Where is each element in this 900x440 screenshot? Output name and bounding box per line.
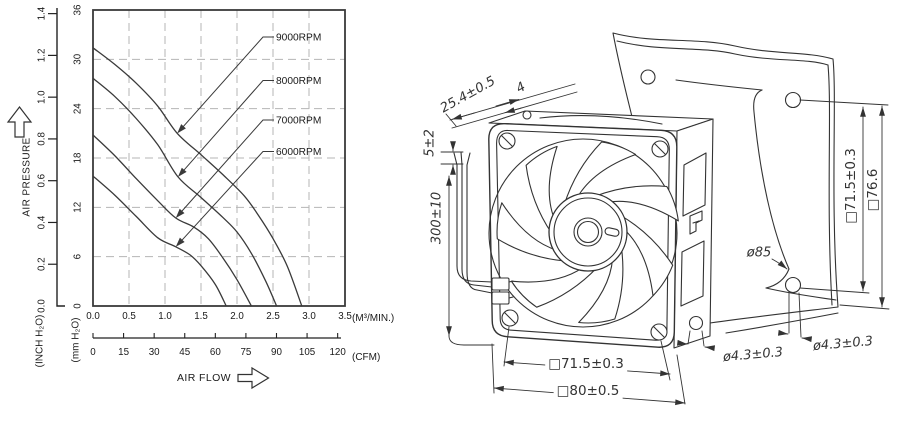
fan-blade xyxy=(496,202,568,262)
leader-8000RPM xyxy=(181,80,274,173)
fan-blade xyxy=(525,145,558,235)
air-pressure-axis-title: AIR PRESSURE xyxy=(21,137,33,217)
plate-hole-bottom-right xyxy=(784,276,802,294)
cfm-tick-label: 75 xyxy=(240,347,251,358)
cfm-tick-label: 60 xyxy=(210,347,221,358)
inch-tick-label: 0.0 xyxy=(37,299,48,313)
chart-curves xyxy=(92,47,303,307)
mm-tick-label: 30 xyxy=(73,53,84,64)
cfm-tick-label: 30 xyxy=(149,347,160,358)
inch-tick-label: 0.6 xyxy=(36,173,47,187)
side-latch xyxy=(689,210,703,235)
fan-body xyxy=(488,110,714,349)
air-flow-arrow-icon xyxy=(237,366,270,390)
wire-connector xyxy=(491,291,510,305)
cfm-tick-label: 90 xyxy=(271,347,282,358)
mm-tick-label: 0 xyxy=(73,303,84,309)
leader-9000RPM xyxy=(180,36,274,130)
leader-arrow-6000RPM xyxy=(175,237,185,247)
m3min-unit-label: (M³/MIN.) xyxy=(352,313,395,324)
leader-7000RPM xyxy=(179,119,274,214)
fan-blade xyxy=(593,185,679,222)
plot-border xyxy=(92,9,346,307)
chart-curve-labels: 9000RPM 8000RPM 7000RPM 6000RPM xyxy=(175,33,321,247)
inch-tick-label: 0.4 xyxy=(36,215,47,229)
curve-label-8000RPM: 8000RPM xyxy=(276,76,321,87)
fan-hub xyxy=(548,192,628,272)
inch-tick-label: 1.0 xyxy=(36,90,47,104)
cfm-tick-label: 45 xyxy=(179,347,190,358)
performance-chart: 9000RPM 8000RPM 7000RPM 6000RPM 0.0 0.2 0.4 0.… xyxy=(6,4,352,390)
fan-back-mounting-hole xyxy=(688,315,704,331)
m3-tick-label: 0.0 xyxy=(86,311,100,322)
curve-8000RPM xyxy=(92,77,278,307)
m3-tick-label: 1.5 xyxy=(194,311,208,322)
mm-tick-label: 6 xyxy=(72,253,83,259)
inch-tick-label: 0.8 xyxy=(37,132,48,146)
curve-6000RPM xyxy=(92,175,227,307)
inch-tick-label: 0.2 xyxy=(37,257,48,271)
cfm-tick-label: 15 xyxy=(118,347,129,358)
curve-7000RPM xyxy=(92,134,252,307)
plate-opening-arc xyxy=(753,89,790,289)
dim-opening-dia-label: ø85 xyxy=(746,245,772,261)
mm-tick-label: 18 xyxy=(73,152,84,163)
m3-tick-label: 0.5 xyxy=(122,311,136,322)
fan-blades xyxy=(496,141,679,324)
air-pressure-arrow-icon xyxy=(6,106,33,138)
fan-side-face xyxy=(673,118,714,349)
plate-hole-top-left xyxy=(640,69,656,85)
mm-tick-label: 36 xyxy=(73,4,84,15)
dim-plate-hole-pitch-label: □71.5±0.3 xyxy=(843,148,859,224)
plate-hole-top-right xyxy=(784,91,802,109)
curve-9000RPM xyxy=(92,47,303,307)
mm-tick-label: 24 xyxy=(72,103,83,114)
dim-plate-size-label: □76.6 xyxy=(865,168,881,212)
leader-arrow-7000RPM xyxy=(175,208,185,219)
m3-tick-label: 2.5 xyxy=(266,311,280,322)
curve-label-9000RPM: 9000RPM xyxy=(276,33,321,44)
fan-blade xyxy=(619,214,674,297)
cfm-tick-label: 120 xyxy=(329,347,346,358)
dim-lead-strip-label: 5±2 xyxy=(422,129,438,157)
venturi-opening xyxy=(488,138,678,328)
leader-arrow-9000RPM xyxy=(177,124,186,134)
fan-blade xyxy=(578,245,624,324)
dim-hole-pitch-label: □71.5±0.3 xyxy=(545,356,627,372)
curve-label-7000RPM: 7000RPM xyxy=(276,116,321,127)
dim-wire-length-label: 300±10 xyxy=(429,191,445,245)
m3-tick-label: 2.0 xyxy=(230,311,244,322)
fan-blade xyxy=(563,141,637,206)
cfm-tick-label: 0 xyxy=(90,347,96,358)
lead-wires xyxy=(453,151,514,305)
leader-6000RPM xyxy=(179,151,274,243)
air-flow-axis-title: AIR FLOW xyxy=(177,372,231,384)
cfm-unit-label: (CFM) xyxy=(352,352,381,363)
dimension-lines xyxy=(440,83,890,406)
m3-tick-label: 1.0 xyxy=(158,311,172,322)
chart-gridlines xyxy=(92,9,346,307)
curve-label-6000RPM: 6000RPM xyxy=(276,147,321,158)
fan-blade xyxy=(510,266,599,308)
inch-axis xyxy=(56,8,65,307)
inch-tick-label: 1.2 xyxy=(36,49,47,63)
mm-tick-label: 12 xyxy=(73,202,84,213)
mm-h2o-unit-label: (mm H₂O) xyxy=(70,317,82,363)
m3-tick-label: 3.0 xyxy=(302,311,316,322)
inch-tick-label: 1.4 xyxy=(37,6,48,20)
inch-h2o-unit-label: (INCH H₂O) xyxy=(34,314,46,368)
cfm-tick-label: 105 xyxy=(299,347,316,358)
wire-connector xyxy=(491,277,510,291)
frame-mounting-holes xyxy=(498,132,669,341)
m3-tick-label: 3.5 xyxy=(338,311,352,322)
fan-dimension-drawing xyxy=(440,32,890,406)
leader-arrow-8000RPM xyxy=(177,167,187,177)
dim-frame-size-label: □80±0.5 xyxy=(553,383,623,399)
